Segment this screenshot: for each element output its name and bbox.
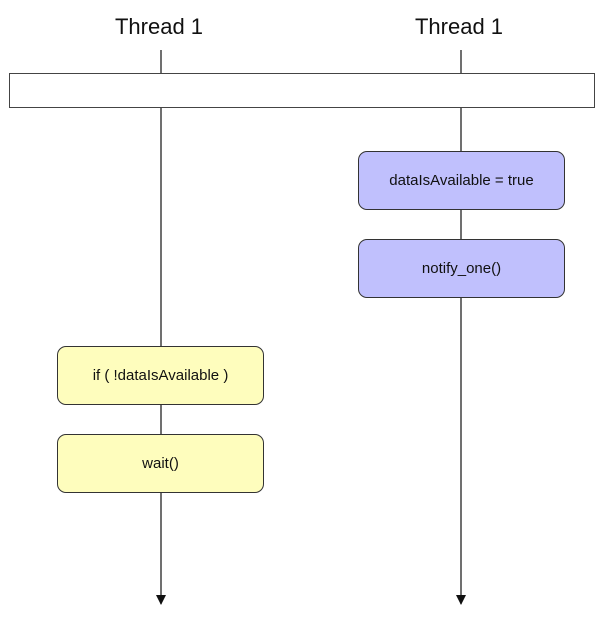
thread-2-title: Thread 1	[414, 14, 504, 39]
shared-condition-bar	[9, 73, 595, 108]
thread-1-title: Thread 1	[114, 14, 204, 39]
set-data-available-label: dataIsAvailable = true	[389, 172, 534, 189]
notify-one-label: notify_one()	[421, 260, 502, 277]
wait-label: wait()	[142, 455, 179, 472]
wait-step: wait()	[57, 434, 264, 493]
check-data-available-label: if ( !dataIsAvailable )	[92, 367, 229, 384]
check-data-available-step: if ( !dataIsAvailable )	[57, 346, 264, 405]
notify-one-step: notify_one()	[358, 239, 565, 298]
set-data-available-step: dataIsAvailable = true	[358, 151, 565, 210]
